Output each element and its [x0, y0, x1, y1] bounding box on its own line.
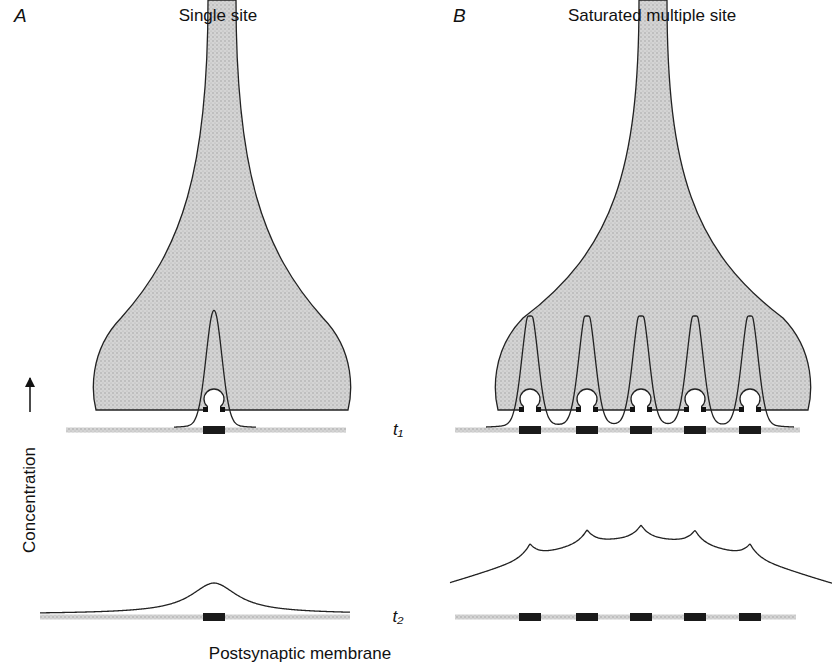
time-label: t₁ — [393, 421, 403, 440]
concentration-curve — [486, 316, 794, 427]
postsynaptic-membranes — [40, 426, 800, 621]
active-zone — [756, 407, 761, 412]
active-zone — [536, 407, 541, 412]
receptor-cluster — [684, 613, 706, 621]
receptor-cluster — [576, 426, 598, 434]
active-zone — [593, 407, 598, 412]
active-zone — [684, 407, 689, 412]
receptor-cluster — [519, 613, 541, 621]
fusion-pore — [635, 405, 647, 412]
panel-letter: B — [453, 6, 466, 27]
active-zone — [203, 407, 208, 412]
receptor-cluster — [684, 426, 706, 434]
receptor-cluster — [203, 426, 225, 434]
receptor-cluster — [739, 426, 761, 434]
receptor-cluster — [519, 426, 541, 434]
fusion-pore — [524, 405, 536, 412]
concentration-profiles — [40, 310, 832, 613]
axis-label: Postsynaptic membrane — [209, 645, 391, 664]
concentration-curve — [174, 310, 256, 427]
panel-title: Saturated multiple site — [568, 7, 736, 26]
presynaptic-terminal — [495, 0, 810, 410]
receptor-cluster — [630, 426, 652, 434]
panel-letter: A — [14, 6, 27, 27]
presynaptic-terminals — [93, 0, 810, 412]
active-zone — [576, 407, 581, 412]
receptor-cluster — [630, 613, 652, 621]
receptor-cluster — [576, 613, 598, 621]
active-zone — [701, 407, 706, 412]
receptor-cluster — [739, 613, 761, 621]
fusion-pore — [744, 405, 756, 412]
active-zone — [220, 407, 225, 412]
active-zone — [647, 407, 652, 412]
active-zone — [739, 407, 744, 412]
axis-label: Concentration — [21, 447, 40, 553]
active-zone — [519, 407, 524, 412]
presynaptic-terminal — [93, 0, 350, 410]
active-zone — [630, 407, 635, 412]
time-label: t₂ — [392, 608, 403, 627]
receptor-cluster — [203, 613, 225, 621]
axis-arrow — [29, 378, 31, 412]
fusion-pore — [208, 405, 220, 412]
panel-title: Single site — [179, 7, 257, 26]
fusion-pore — [581, 405, 593, 412]
concentration-curve — [40, 583, 350, 613]
concentration-curve — [450, 525, 832, 583]
fusion-pore — [689, 405, 701, 412]
membrane — [40, 615, 350, 620]
